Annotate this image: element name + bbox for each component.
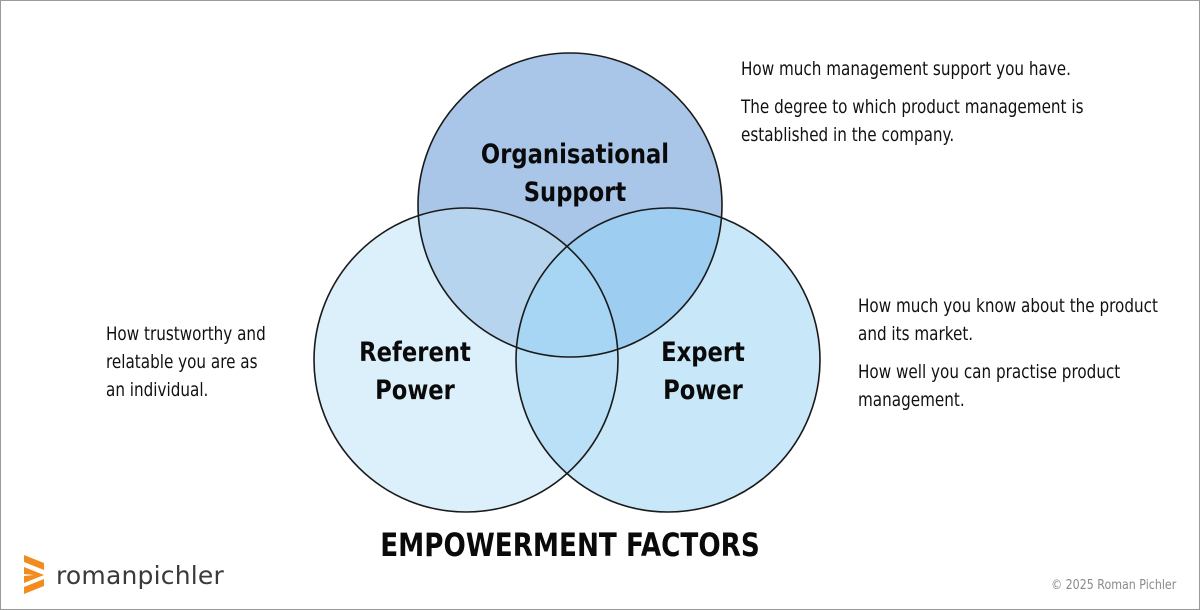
referent-power-description: How trustworthy and relatable you are as…	[106, 320, 266, 404]
expert-power-description-p1-line1: How much you know about the product	[858, 295, 1158, 317]
referent-power-outline	[313, 207, 619, 513]
expert-power-outline	[515, 207, 821, 513]
referent-power-label-line2: Power	[375, 375, 455, 406]
overlap-all-three	[516, 208, 618, 357]
diagram-title: EMPOWERMENT FACTORS	[380, 526, 760, 564]
organisational-support-description-p2: The degree to which product management i…	[741, 93, 1084, 149]
referent-power-label: Referent Power	[331, 334, 499, 410]
referent-power-description-line2: relatable you are as	[106, 351, 258, 373]
organisational-support-description-p1: How much management support you have.	[741, 58, 1071, 80]
organisational-support-label-line2: Support	[523, 177, 627, 208]
brand-name: romanpichler	[56, 560, 224, 590]
expert-power-description-p1-line2: and its market.	[858, 323, 974, 345]
referent-power-description-line1: How trustworthy and	[106, 323, 266, 345]
expert-power-label: Expert Power	[619, 334, 787, 410]
organisational-support-description-p2-line1: The degree to which product management i…	[741, 96, 1084, 118]
organisational-support-outline	[417, 52, 723, 358]
referent-power-label-line1: Referent	[359, 337, 471, 368]
expert-power-description-p2-line2: management.	[858, 389, 965, 411]
expert-power-label-line1: Expert	[661, 337, 745, 368]
organisational-support-description-p2-line2: established in the company.	[741, 124, 955, 146]
expert-power-description-p2: How well you can practise product manage…	[858, 358, 1158, 414]
copyright-notice: © 2025 Roman Pichler	[1050, 578, 1176, 593]
brand-logo[interactable]: romanpichler	[20, 553, 224, 597]
organisational-support-label-line1: Organisational	[480, 139, 670, 170]
expert-power-description: How much you know about the product and …	[858, 292, 1158, 414]
romanpichler-logo-icon	[24, 555, 44, 594]
referent-power-description-line3: an individual.	[106, 379, 209, 401]
expert-power-description-p1: How much you know about the product and …	[858, 292, 1158, 348]
expert-power-description-p2-line1: How well you can practise product	[858, 361, 1121, 383]
organisational-support-label: Organisational Support	[470, 136, 680, 212]
expert-power-label-line2: Power	[663, 375, 743, 406]
organisational-support-description: How much management support you have. Th…	[741, 55, 1084, 149]
